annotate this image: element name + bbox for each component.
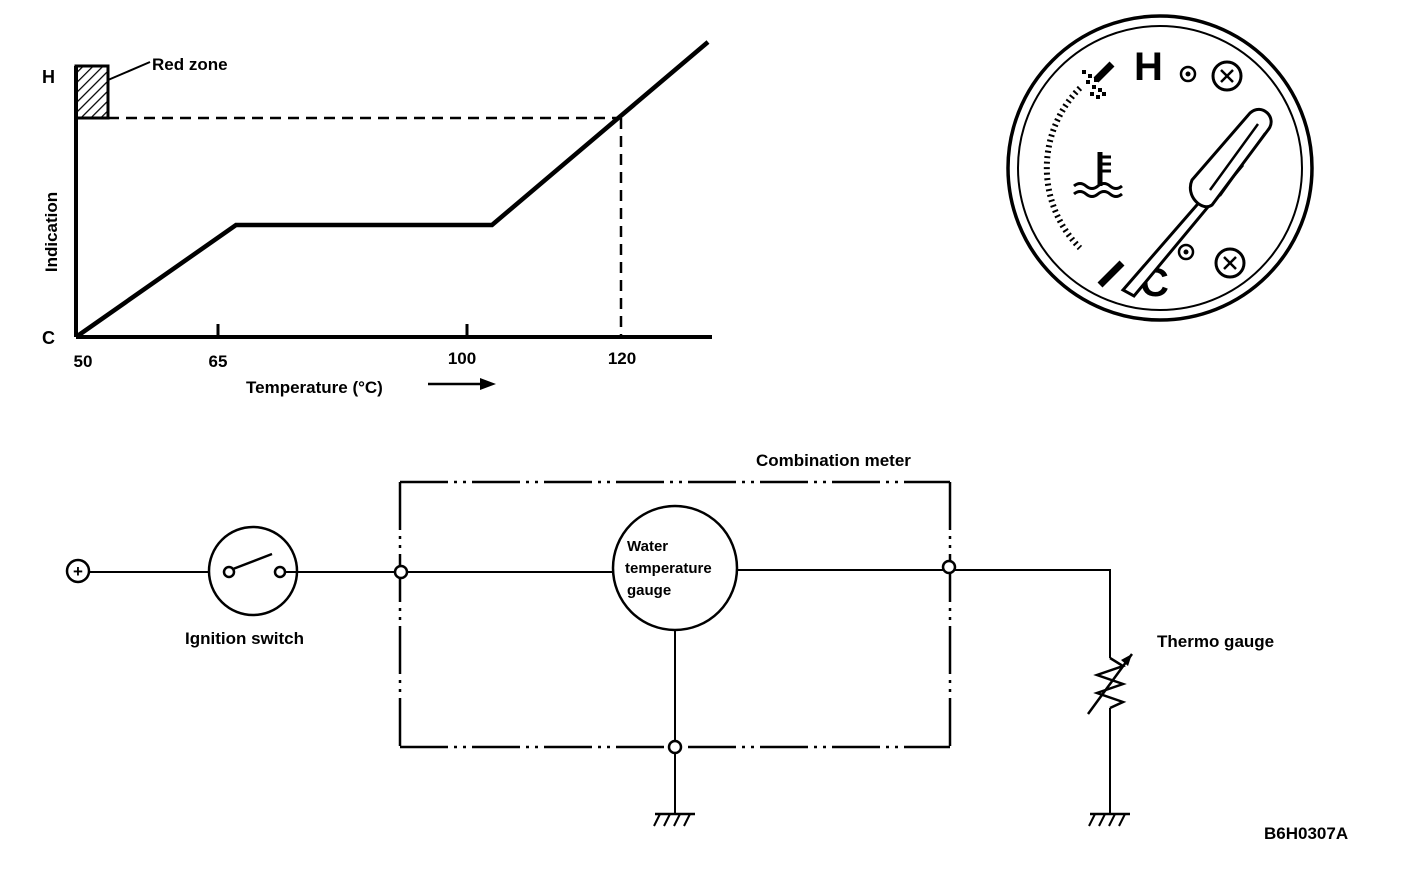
coolant-temperature-icon <box>1073 152 1123 198</box>
temperature-indication-graph: H C Indication Red zone 50 65 100 120 Te… <box>42 40 712 397</box>
x-tick-label-120: 120 <box>608 349 636 368</box>
red-zone-box <box>74 64 110 120</box>
gauge-hot-letter: H <box>1134 45 1163 89</box>
ground-node-terminal <box>667 739 683 755</box>
meter-output-terminal <box>941 559 957 575</box>
x-axis-arrowhead <box>480 378 496 390</box>
ignition-switch-label: Ignition switch <box>185 629 304 648</box>
y-high-label: H <box>42 67 55 87</box>
meter-input-terminal <box>393 564 409 580</box>
red-zone-leader <box>107 61 151 81</box>
indication-curve <box>74 40 710 339</box>
ground-symbol-meter-icon <box>653 812 695 827</box>
x-tick-label-65: 65 <box>209 352 228 371</box>
y-low-label: C <box>42 328 55 348</box>
wiring-circuit: + Water temperature gauge <box>65 451 1274 827</box>
y-axis-label: Indication <box>42 192 61 272</box>
power-terminal-icon: + <box>65 558 91 584</box>
mounting-screw-upper-icon <box>1211 60 1243 92</box>
water-gauge-label-line1: Water <box>627 538 668 555</box>
red-zone-label: Red zone <box>152 55 228 74</box>
pivot-dot-upper <box>1179 65 1197 83</box>
hot-end-mark <box>1093 61 1115 83</box>
water-gauge-label-line3: gauge <box>627 582 671 599</box>
x-tick-label-100: 100 <box>448 349 476 368</box>
ground-symbol-thermo-icon <box>1088 812 1130 827</box>
pivot-dot-lower <box>1177 243 1195 261</box>
water-gauge-label-line2: temperature <box>625 560 712 577</box>
temperature-gauge-face: H C <box>1006 14 1314 322</box>
combination-meter-label: Combination meter <box>756 451 911 470</box>
gauge-needle <box>1120 107 1273 298</box>
cold-end-mark <box>1097 260 1125 288</box>
power-symbol: + <box>73 562 83 581</box>
gauge-outer-ring <box>1006 14 1314 322</box>
wire-to-thermo-gauge <box>955 569 1111 658</box>
figure-code: B6H0307A <box>1264 824 1348 843</box>
thermo-gauge-label: Thermo gauge <box>1157 632 1274 651</box>
x-tick-label-50: 50 <box>74 352 93 371</box>
x-axis-label: Temperature (°C) <box>246 378 383 397</box>
red-zone-dots <box>1082 70 1106 99</box>
thermo-gauge-resistor-icon <box>1086 653 1134 715</box>
gauge-scale-ticks <box>1043 85 1083 251</box>
gauge-inner-ring <box>1017 25 1303 311</box>
ignition-switch-symbol <box>207 525 299 617</box>
mounting-screw-lower-icon <box>1214 247 1246 279</box>
